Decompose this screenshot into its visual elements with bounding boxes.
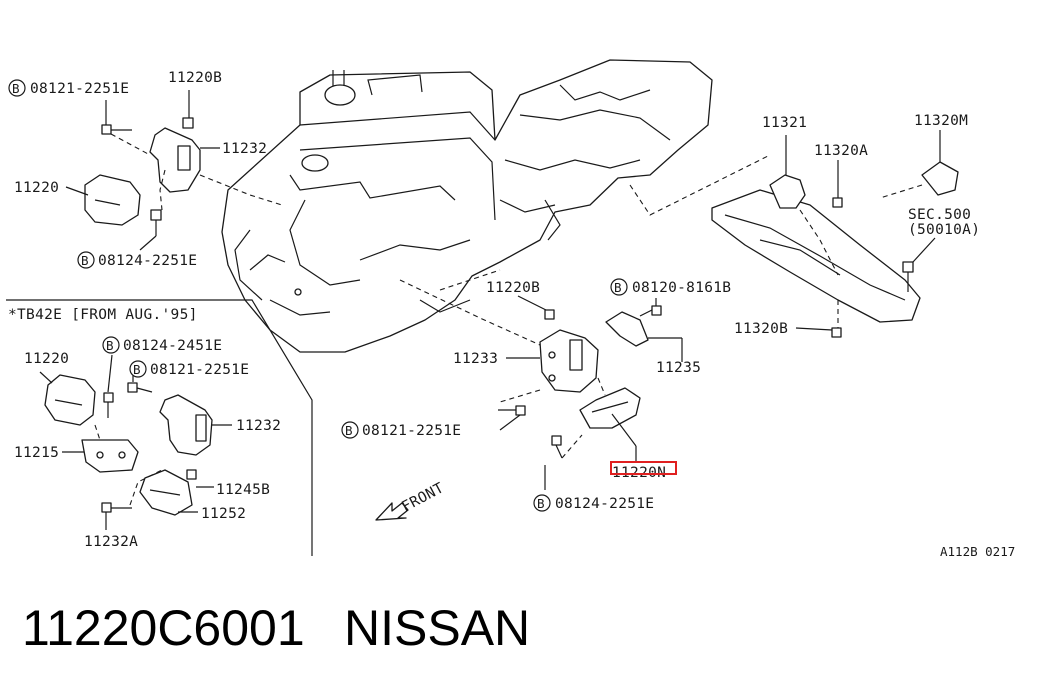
bolt-08121-top: [101, 124, 132, 135]
highlight-box: [610, 461, 677, 475]
label-11220-left: 11220: [14, 180, 59, 196]
label-11220B-top: 11220B: [168, 70, 222, 86]
engine-mount-diagram: B 08121-2251E 11220B 11232 11220 B 08124…: [6, 59, 1015, 559]
label-inset-11220: 11220: [24, 351, 69, 367]
label-11220B-mid: 11220B: [486, 280, 540, 296]
bolt-symbol-label: B: [614, 280, 622, 295]
inset-title: *TB42E [FROM AUG.'95]: [8, 307, 198, 323]
engine-illustration: [221, 59, 713, 353]
bolt-symbol-icon: [102, 336, 120, 354]
label-11235: 11235: [656, 360, 701, 376]
nut-11220B-top: [182, 117, 194, 129]
bolt-symbol-icon: [341, 421, 359, 439]
label-inset-08121: 08121-2251E: [150, 362, 249, 378]
bolt-symbol-label: B: [345, 423, 353, 438]
brand-name: NISSAN: [344, 600, 531, 656]
label-08120: 08120-8161B: [632, 280, 731, 296]
label-11320A: 11320A: [814, 143, 868, 159]
part-number: 11220C6001: [22, 600, 305, 656]
label-08121-top: 08121-2251E: [30, 81, 129, 97]
bolt-symbol-label: B: [12, 81, 20, 96]
front-label: FRONT: [399, 480, 446, 515]
left-mount-group: [65, 90, 283, 251]
label-inset-08124: 08124-2451E: [123, 338, 222, 354]
label-11320B: 11320B: [734, 321, 788, 337]
bolt-symbol-icon: [8, 79, 26, 97]
label-sec-500: SEC.500: [908, 207, 971, 223]
bolt-symbol-label: B: [81, 253, 89, 268]
label-inset-11232A: 11232A: [84, 534, 138, 550]
label-08121-mid: 08121-2251E: [362, 423, 461, 439]
bolt-symbol-label: B: [537, 496, 545, 511]
label-sec-500-ref: (50010A): [908, 222, 980, 238]
center-mount-group: [375, 269, 683, 521]
label-11321: 11321: [762, 115, 807, 131]
bolt-08124-left: [150, 209, 162, 236]
label-11320M: 11320M: [914, 113, 968, 129]
label-08124-left: 08124-2251E: [98, 253, 197, 269]
bolt-symbol-icon: [77, 251, 95, 269]
label-11232-top: 11232: [222, 141, 267, 157]
label-inset-11232: 11232: [236, 418, 281, 434]
bolt-symbol-label: B: [133, 362, 141, 377]
crossmember-group: [629, 130, 959, 338]
label-inset-11215: 11215: [14, 445, 59, 461]
bolt-symbol-icon: [533, 494, 551, 512]
bolt-symbol-icon: [129, 360, 147, 378]
label-inset-11252: 11252: [201, 506, 246, 522]
figure-code: A112B 0217: [940, 544, 1015, 559]
label-08124-bottom: 08124-2251E: [555, 496, 654, 512]
inset-tb42e: [6, 299, 313, 556]
label-inset-11245B: 11245B: [216, 482, 270, 498]
bolt-symbol-label: B: [106, 338, 114, 353]
callout-labels: B 08121-2251E 11220B 11232 11220 B 08124…: [8, 70, 1015, 559]
label-11233: 11233: [453, 351, 498, 367]
bolt-symbol-icon: [610, 278, 628, 296]
